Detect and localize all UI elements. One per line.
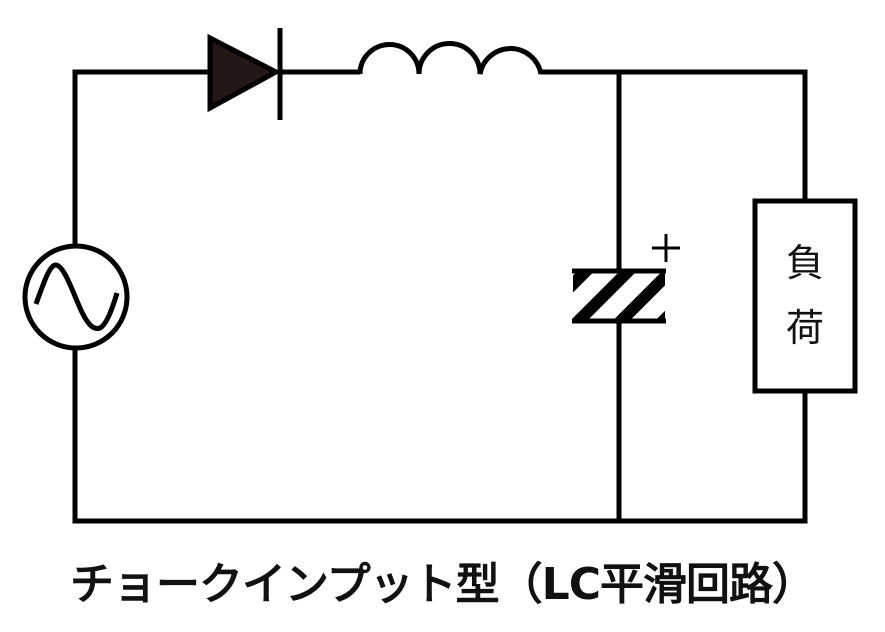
- wire-left-upper: [72, 69, 213, 249]
- load-box: [752, 198, 858, 394]
- electrolytic-capacitor-icon: [572, 268, 666, 324]
- load-label: 負 荷: [753, 199, 857, 393]
- wire-left-lower-bottom: [72, 345, 808, 524]
- wire-top-right: [540, 69, 808, 202]
- diagram-caption: チョークインプット型（LC平滑回路）: [69, 559, 816, 610]
- load-label-line2: 荷: [785, 306, 824, 350]
- inductor-icon: [357, 41, 544, 75]
- wires: [72, 69, 808, 524]
- plus-polarity-icon: [652, 234, 680, 262]
- load-label-line1: 負: [785, 241, 824, 286]
- diode-icon: [207, 28, 283, 120]
- ac-source-icon: [22, 243, 130, 351]
